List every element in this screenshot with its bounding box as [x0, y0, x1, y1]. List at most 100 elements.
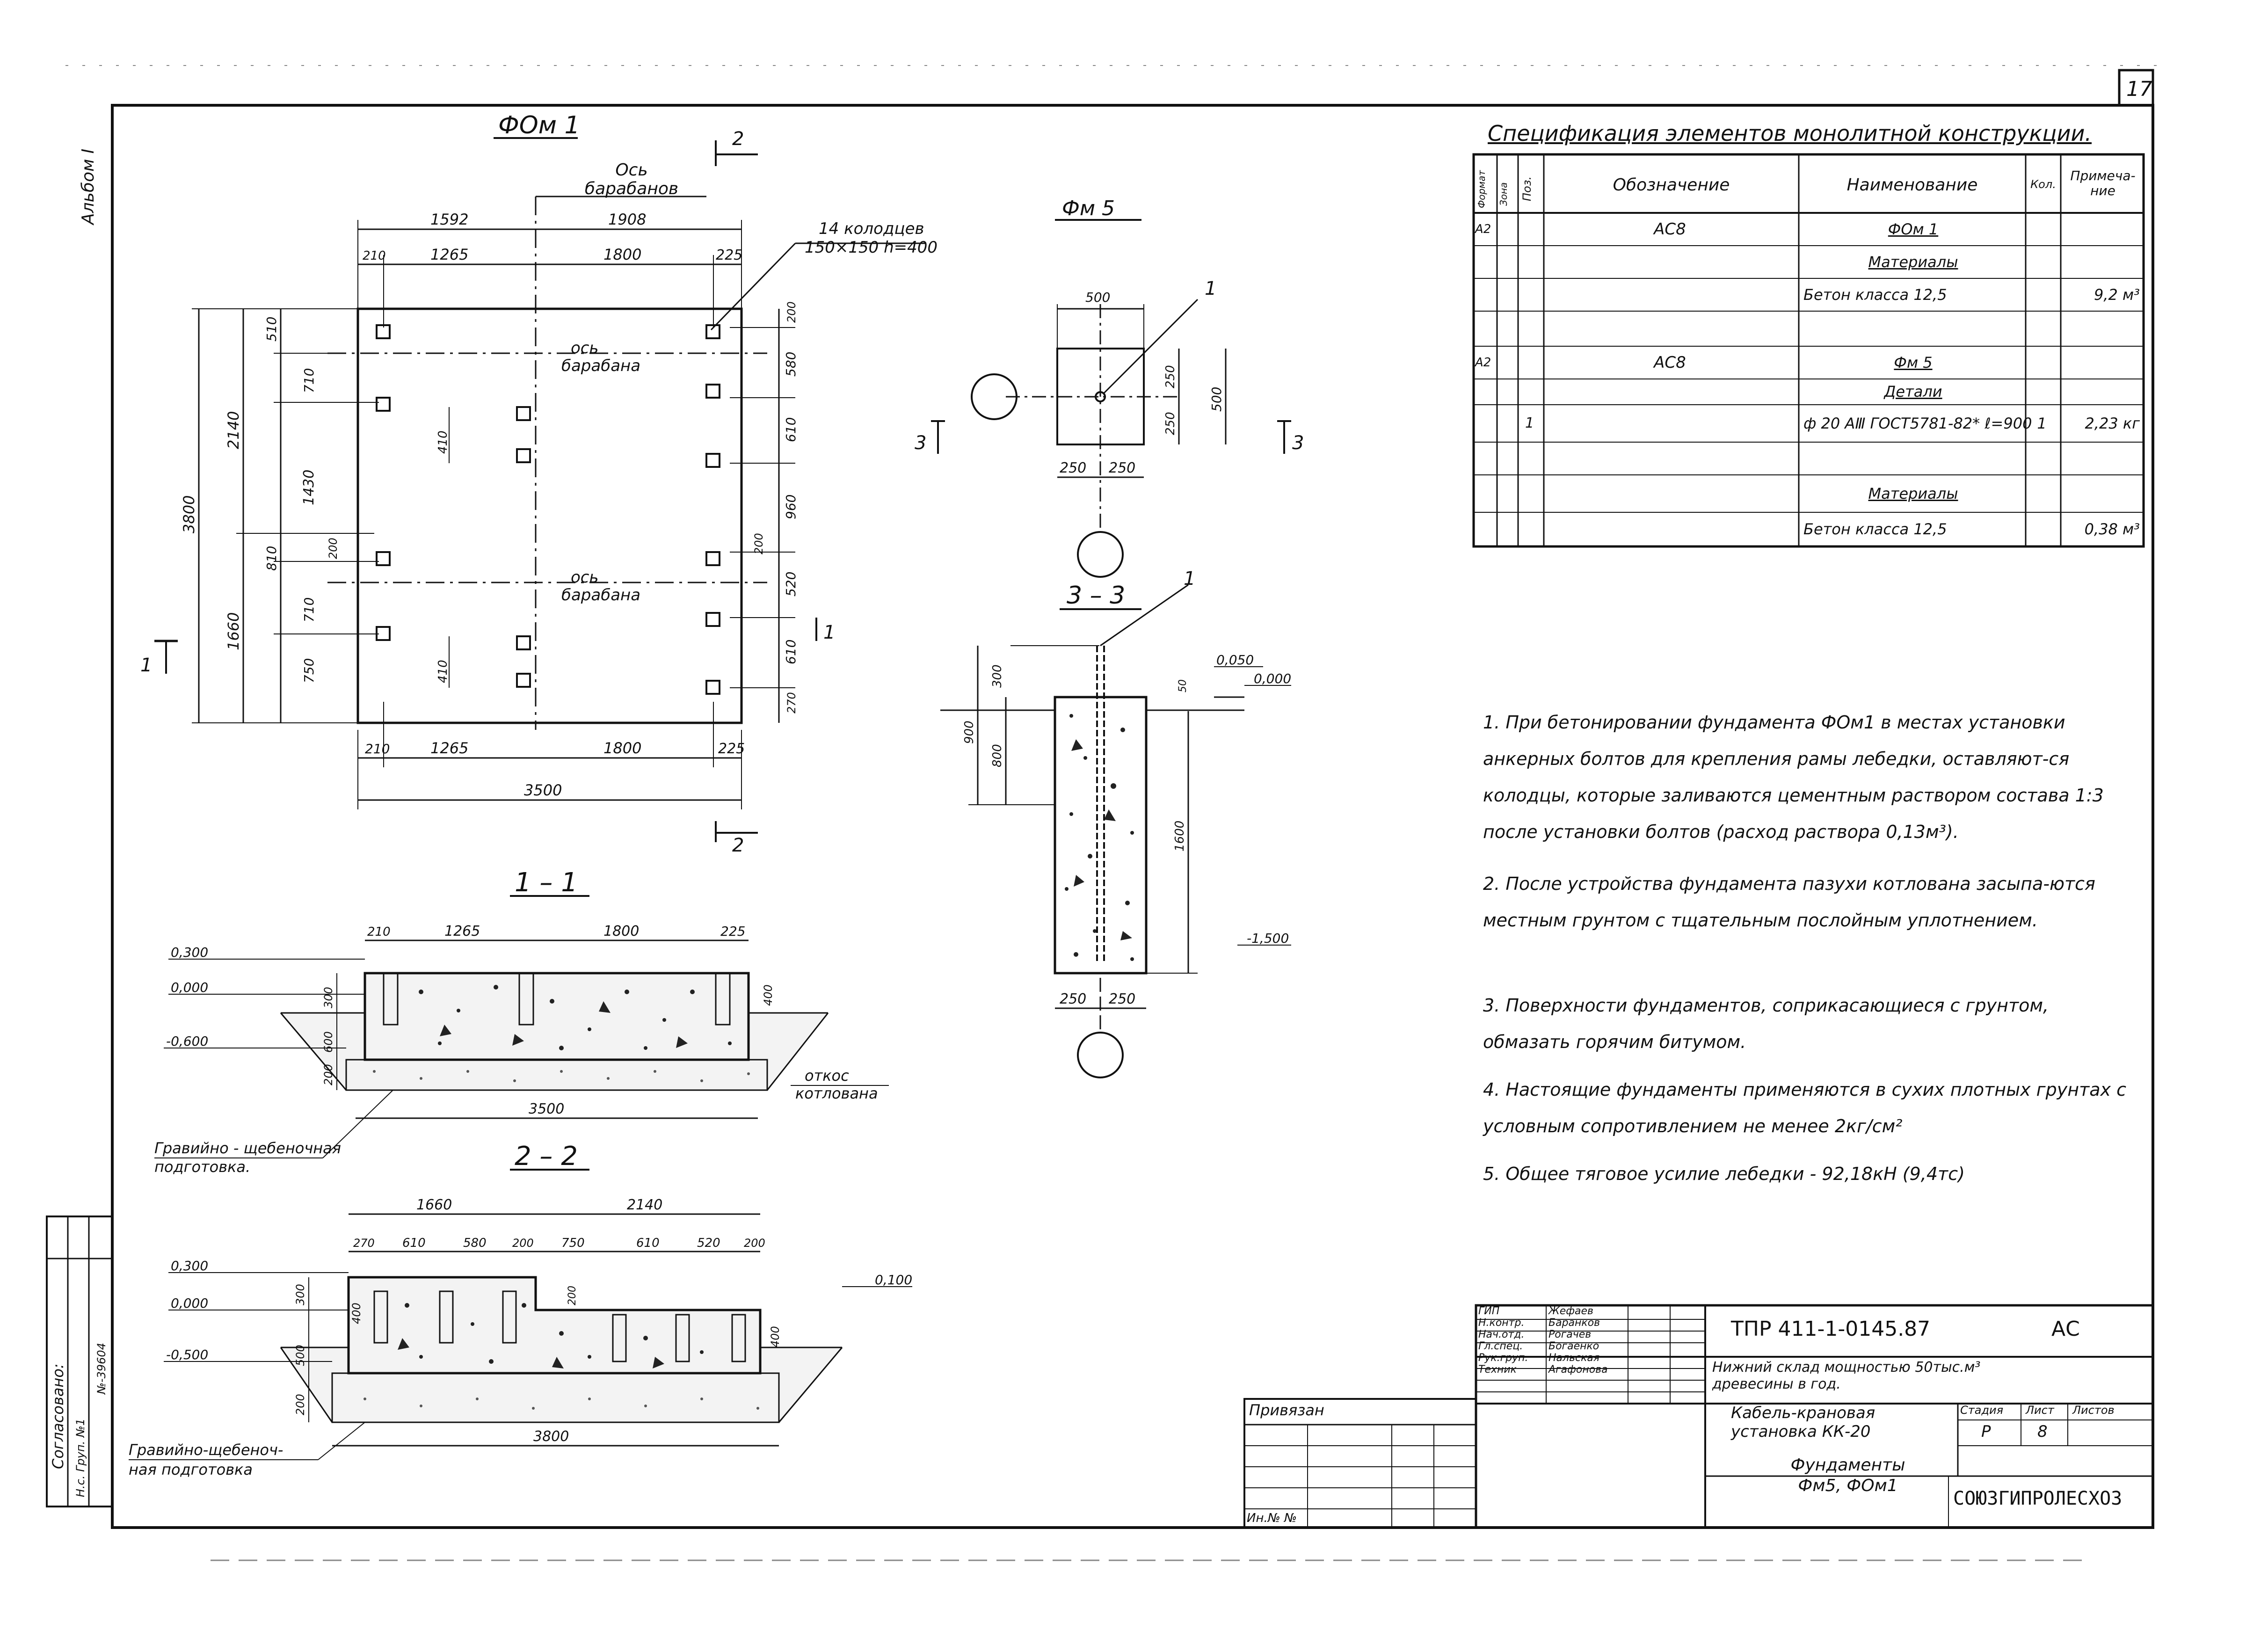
tb-stage: Р — [1981, 1422, 1991, 1441]
spec-row — [1474, 442, 2144, 475]
section22-dim-3800: 3800 — [533, 1428, 569, 1445]
plan-dim-710a: 710 — [301, 368, 317, 393]
spec-header-code: Обозначение — [1613, 175, 1730, 195]
section11-dim-300: 300 — [322, 987, 335, 1008]
plan-dim-r610: 610 — [783, 417, 799, 442]
spec-cell-qty — [2026, 346, 2061, 379]
section11-title: 1 – 1 — [515, 867, 578, 898]
plan-dim-b1265: 1265 — [430, 739, 468, 757]
section33-dim-900: 900 — [962, 721, 976, 744]
stamp-line1: Н.с. Груп. №1 — [74, 1419, 87, 1497]
svg-text:2: 2 — [732, 835, 744, 856]
spec-cell-qty — [2026, 475, 2061, 512]
plan-dim-r200b: 200 — [752, 533, 765, 554]
plan-dim-r580: 580 — [783, 352, 799, 377]
section33-lvl-1500: -1,500 — [1247, 931, 1289, 946]
gravel-dots-22 — [363, 1398, 759, 1410]
spec-cell-name — [1803, 311, 2026, 346]
section33-dim-50: 50 — [1177, 679, 1189, 692]
plan-dim-b1800: 1800 — [603, 739, 641, 757]
spec-header-name: Наименование — [1846, 175, 1978, 195]
tb-stage-header: Стадия — [1960, 1404, 2004, 1417]
spec-cell-qty: 1 — [2037, 415, 2047, 432]
spec-cell-code — [1544, 512, 1799, 546]
spec-row — [1474, 311, 2144, 346]
spec-cell-note — [2063, 346, 2143, 379]
wells — [376, 324, 720, 695]
tb-object: Кабель-крановая установка КК-20 — [1731, 1404, 1875, 1441]
spec-cell-note — [2063, 213, 2143, 246]
spec-cell-code — [1544, 246, 1799, 278]
spec-cell-zone — [1497, 246, 1518, 278]
spec-headers: Формат Зона Поз. Обозначение Наименовани… — [1474, 154, 2144, 213]
plan-dim-1800: 1800 — [603, 246, 641, 263]
spec-cell-note: 9,2 м³ — [2094, 286, 2140, 304]
section11-dim-1265: 1265 — [444, 923, 480, 939]
section22-dim-400a: 400 — [350, 1303, 363, 1324]
spec-cell-code: АС8 — [1654, 220, 1686, 239]
plan-dim-1592: 1592 — [430, 211, 468, 228]
spec-cell-zone — [1497, 475, 1518, 512]
spec-cell-zone — [1497, 442, 1518, 475]
spec-cell-note: 2,23 кг — [2085, 415, 2140, 432]
plan-dim-1660: 1660 — [225, 612, 242, 650]
plan-dim-1908: 1908 — [608, 211, 646, 228]
note-1: 1. При бетонировании фундамента ФОм1 в м… — [1483, 712, 2104, 842]
section-1-1: 1 – 1 210 1265 1800 225 0,300 — [154, 867, 889, 1176]
plan-dim-810: 810 — [264, 546, 279, 571]
spec-row: Материалы — [1474, 475, 2144, 512]
fm5-dim-250b: 250 — [1163, 412, 1178, 435]
tb-drawing: Фундаменты Фм5, ФОм1 — [1790, 1456, 1905, 1495]
section-2-2: 2 – 2 1660 2140 270 610 580 — [129, 1141, 912, 1478]
spec-cell-name: Фм 5 — [1894, 354, 1933, 371]
plan-title: ФОм 1 — [498, 111, 580, 139]
section22-dim-200: 200 — [294, 1394, 307, 1415]
plan-dim-r520: 520 — [783, 572, 799, 597]
section11-dim-200: 200 — [322, 1064, 335, 1085]
fm5-dim-250a: 250 — [1163, 365, 1178, 388]
spec-cell-qty — [2026, 213, 2061, 246]
spec-cell-note: 0,38 м³ — [2084, 520, 2140, 538]
album-label: Альбом I — [79, 149, 98, 226]
tb-sheet: 8 — [2037, 1422, 2048, 1441]
spec-cell-note — [2063, 311, 2143, 346]
spec-cell-note — [2063, 379, 2143, 405]
spec-title: Спецификация элементов монолитной констр… — [1488, 121, 2092, 146]
section11-lvl-0300: 0,300 — [171, 945, 208, 960]
spec-cell-format — [1475, 512, 1498, 546]
spec-cell-name: Бетон класса 12,5 — [1803, 286, 1947, 304]
section22-seg-200a: 200 — [512, 1237, 534, 1250]
spec-cell-pos — [1518, 346, 1544, 379]
note-2: 2. После устройства фундамента пазухи ко… — [1483, 873, 2095, 931]
stamp-agreed: Согласовано: — [49, 1363, 67, 1469]
spec-cell-name: ф 20 АⅢ ГОСТ5781-82* ℓ=900 — [1803, 415, 2032, 432]
fm5-leader-1: 1 — [1205, 278, 1216, 299]
plan-dim-b210: 210 — [365, 741, 390, 757]
plan-dim-210: 210 — [363, 249, 386, 263]
spec-header-qty: Кол. — [2030, 178, 2056, 191]
plan-dim-410a: 410 — [436, 430, 450, 454]
fm5-dim-500b: 500 — [1209, 387, 1224, 412]
spec-cell-format — [1475, 405, 1498, 442]
section33-dim-250a: 250 — [1060, 991, 1086, 1007]
plan-dim-r610b: 610 — [783, 640, 799, 664]
spec-cell-zone — [1497, 346, 1518, 379]
spec-cell-zone — [1497, 512, 1518, 546]
plan-dim-3800: 3800 — [180, 495, 198, 533]
section22-seg-580: 580 — [463, 1236, 487, 1250]
fm5-dim-250d: 250 — [1109, 460, 1135, 476]
spec-header-zone: Зона — [1498, 182, 1509, 206]
section33-dim-300: 300 — [990, 664, 1004, 688]
wells-22 — [373, 1290, 746, 1362]
tb-sheet-header: Лист — [2026, 1404, 2054, 1417]
tb-inv: Ин.№ № — [1247, 1511, 1297, 1525]
spec-cell-format — [1475, 475, 1498, 512]
